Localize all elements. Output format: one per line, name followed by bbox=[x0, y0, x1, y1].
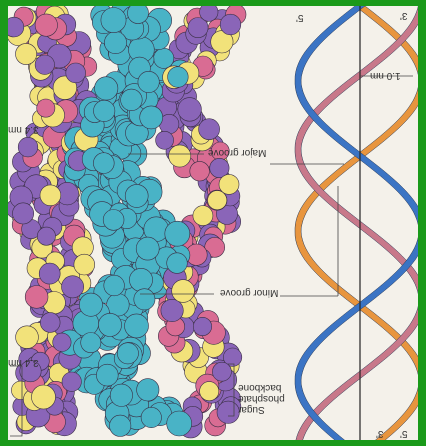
atom-sphere bbox=[35, 14, 57, 36]
label-end-top-left: 5' bbox=[296, 12, 303, 22]
atom-sphere bbox=[18, 137, 38, 157]
atom-sphere bbox=[190, 161, 210, 181]
atom-sphere bbox=[16, 326, 39, 349]
atom-sphere bbox=[178, 98, 202, 122]
atom-sphere bbox=[121, 89, 143, 111]
atom-sphere bbox=[128, 6, 149, 24]
atom-sphere bbox=[103, 210, 124, 231]
atom-sphere bbox=[104, 275, 125, 296]
atom-sphere bbox=[136, 237, 159, 260]
atom-sphere bbox=[200, 382, 219, 401]
atom-sphere bbox=[125, 314, 149, 338]
atom-sphere bbox=[16, 43, 37, 64]
label-end-top-right: 3' bbox=[400, 10, 407, 20]
atom-sphere bbox=[134, 289, 155, 310]
atom-sphere bbox=[37, 227, 55, 245]
atom-sphere bbox=[154, 48, 174, 68]
atom-sphere bbox=[172, 280, 195, 303]
atom-sphere bbox=[217, 401, 239, 423]
atom-sphere bbox=[96, 364, 118, 386]
atom-sphere bbox=[129, 268, 152, 291]
atom-sphere bbox=[95, 77, 118, 100]
dna-illustration bbox=[8, 6, 418, 440]
atom-sphere bbox=[62, 276, 84, 298]
atom-sphere bbox=[161, 299, 183, 321]
label-minor-groove: Minor groove bbox=[220, 287, 278, 297]
atom-sphere bbox=[40, 313, 60, 333]
atom-sphere bbox=[74, 254, 95, 275]
atom-sphere bbox=[167, 253, 188, 274]
atom-sphere bbox=[169, 145, 191, 167]
atom-sphere bbox=[165, 221, 190, 246]
label-major-groove: Major groove bbox=[208, 147, 266, 157]
atom-sphere bbox=[40, 185, 61, 206]
atom-sphere bbox=[212, 362, 231, 381]
label-end-bottom-right: 5' bbox=[400, 428, 407, 438]
atom-sphere bbox=[168, 67, 189, 88]
atom-sphere bbox=[93, 153, 114, 174]
atom-sphere bbox=[167, 411, 192, 436]
atom-sphere bbox=[156, 131, 174, 149]
atom-sphere bbox=[104, 31, 126, 53]
dna-figure: Major groove Minor groove 3.4 nm 3.4 nm … bbox=[8, 6, 418, 440]
atom-sphere bbox=[81, 333, 101, 353]
atom-sphere bbox=[39, 263, 60, 284]
atom-sphere bbox=[110, 415, 131, 436]
atom-sphere bbox=[200, 6, 218, 21]
atom-sphere bbox=[13, 203, 34, 224]
atom-sphere bbox=[140, 106, 163, 129]
atom-sphere bbox=[141, 407, 161, 427]
atom-sphere bbox=[110, 384, 132, 406]
atom-sphere bbox=[219, 174, 239, 194]
atom-sphere bbox=[117, 343, 138, 364]
atom-sphere bbox=[25, 286, 48, 309]
atom-sphere bbox=[138, 71, 159, 92]
atom-sphere bbox=[98, 313, 121, 336]
atom-sphere bbox=[62, 372, 81, 391]
label-end-bottom-left: 3' bbox=[376, 428, 383, 438]
space-filling-model bbox=[8, 6, 246, 438]
atom-sphere bbox=[79, 293, 102, 316]
atom-sphere bbox=[199, 119, 220, 140]
atom-sphere bbox=[125, 184, 148, 207]
label-backbone: backbone bbox=[238, 382, 281, 392]
label-sugar: Sugar bbox=[238, 404, 265, 414]
atom-sphere bbox=[101, 8, 126, 33]
atom-sphere bbox=[66, 63, 86, 83]
atom-sphere bbox=[35, 55, 54, 74]
atom-sphere bbox=[193, 206, 213, 226]
atom-sphere bbox=[137, 379, 159, 401]
label-pitch: 3.4 nm bbox=[8, 124, 39, 134]
atom-sphere bbox=[220, 14, 241, 35]
atom-sphere bbox=[32, 385, 56, 409]
atom-sphere bbox=[107, 294, 130, 317]
label-turn: 3.4 nm bbox=[8, 357, 39, 367]
atom-sphere bbox=[208, 191, 227, 210]
label-diameter: 1.0 nm bbox=[370, 70, 401, 80]
atom-sphere bbox=[193, 317, 211, 335]
atom-sphere bbox=[94, 100, 115, 121]
label-phosphate: phosphate bbox=[238, 393, 285, 403]
atom-sphere bbox=[53, 333, 71, 351]
atom-sphere bbox=[37, 99, 55, 117]
